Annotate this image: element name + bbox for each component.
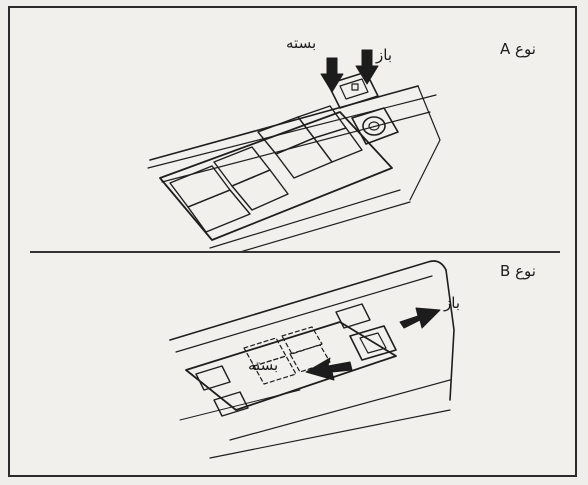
close-arrow-b	[306, 358, 352, 380]
armrest-bottom-b2	[210, 410, 450, 458]
switch-b4	[282, 327, 322, 354]
armrest-bottom-b	[230, 380, 450, 440]
open-arrow-b	[400, 308, 440, 328]
armrest-top-b2	[176, 276, 432, 352]
panel-a-type-label: نوع A	[500, 40, 536, 58]
panel-b-open-label: باز	[444, 294, 460, 312]
panel-a-close-label: بسته	[286, 34, 316, 52]
panel-b-close-label: بسته	[248, 356, 278, 374]
panel-b-type-label: نوع B	[500, 262, 536, 280]
panel-a-open-label: باز	[376, 46, 392, 64]
switch-b1	[196, 366, 230, 390]
lock-slider-b	[336, 304, 396, 360]
panel-divider	[30, 251, 560, 253]
